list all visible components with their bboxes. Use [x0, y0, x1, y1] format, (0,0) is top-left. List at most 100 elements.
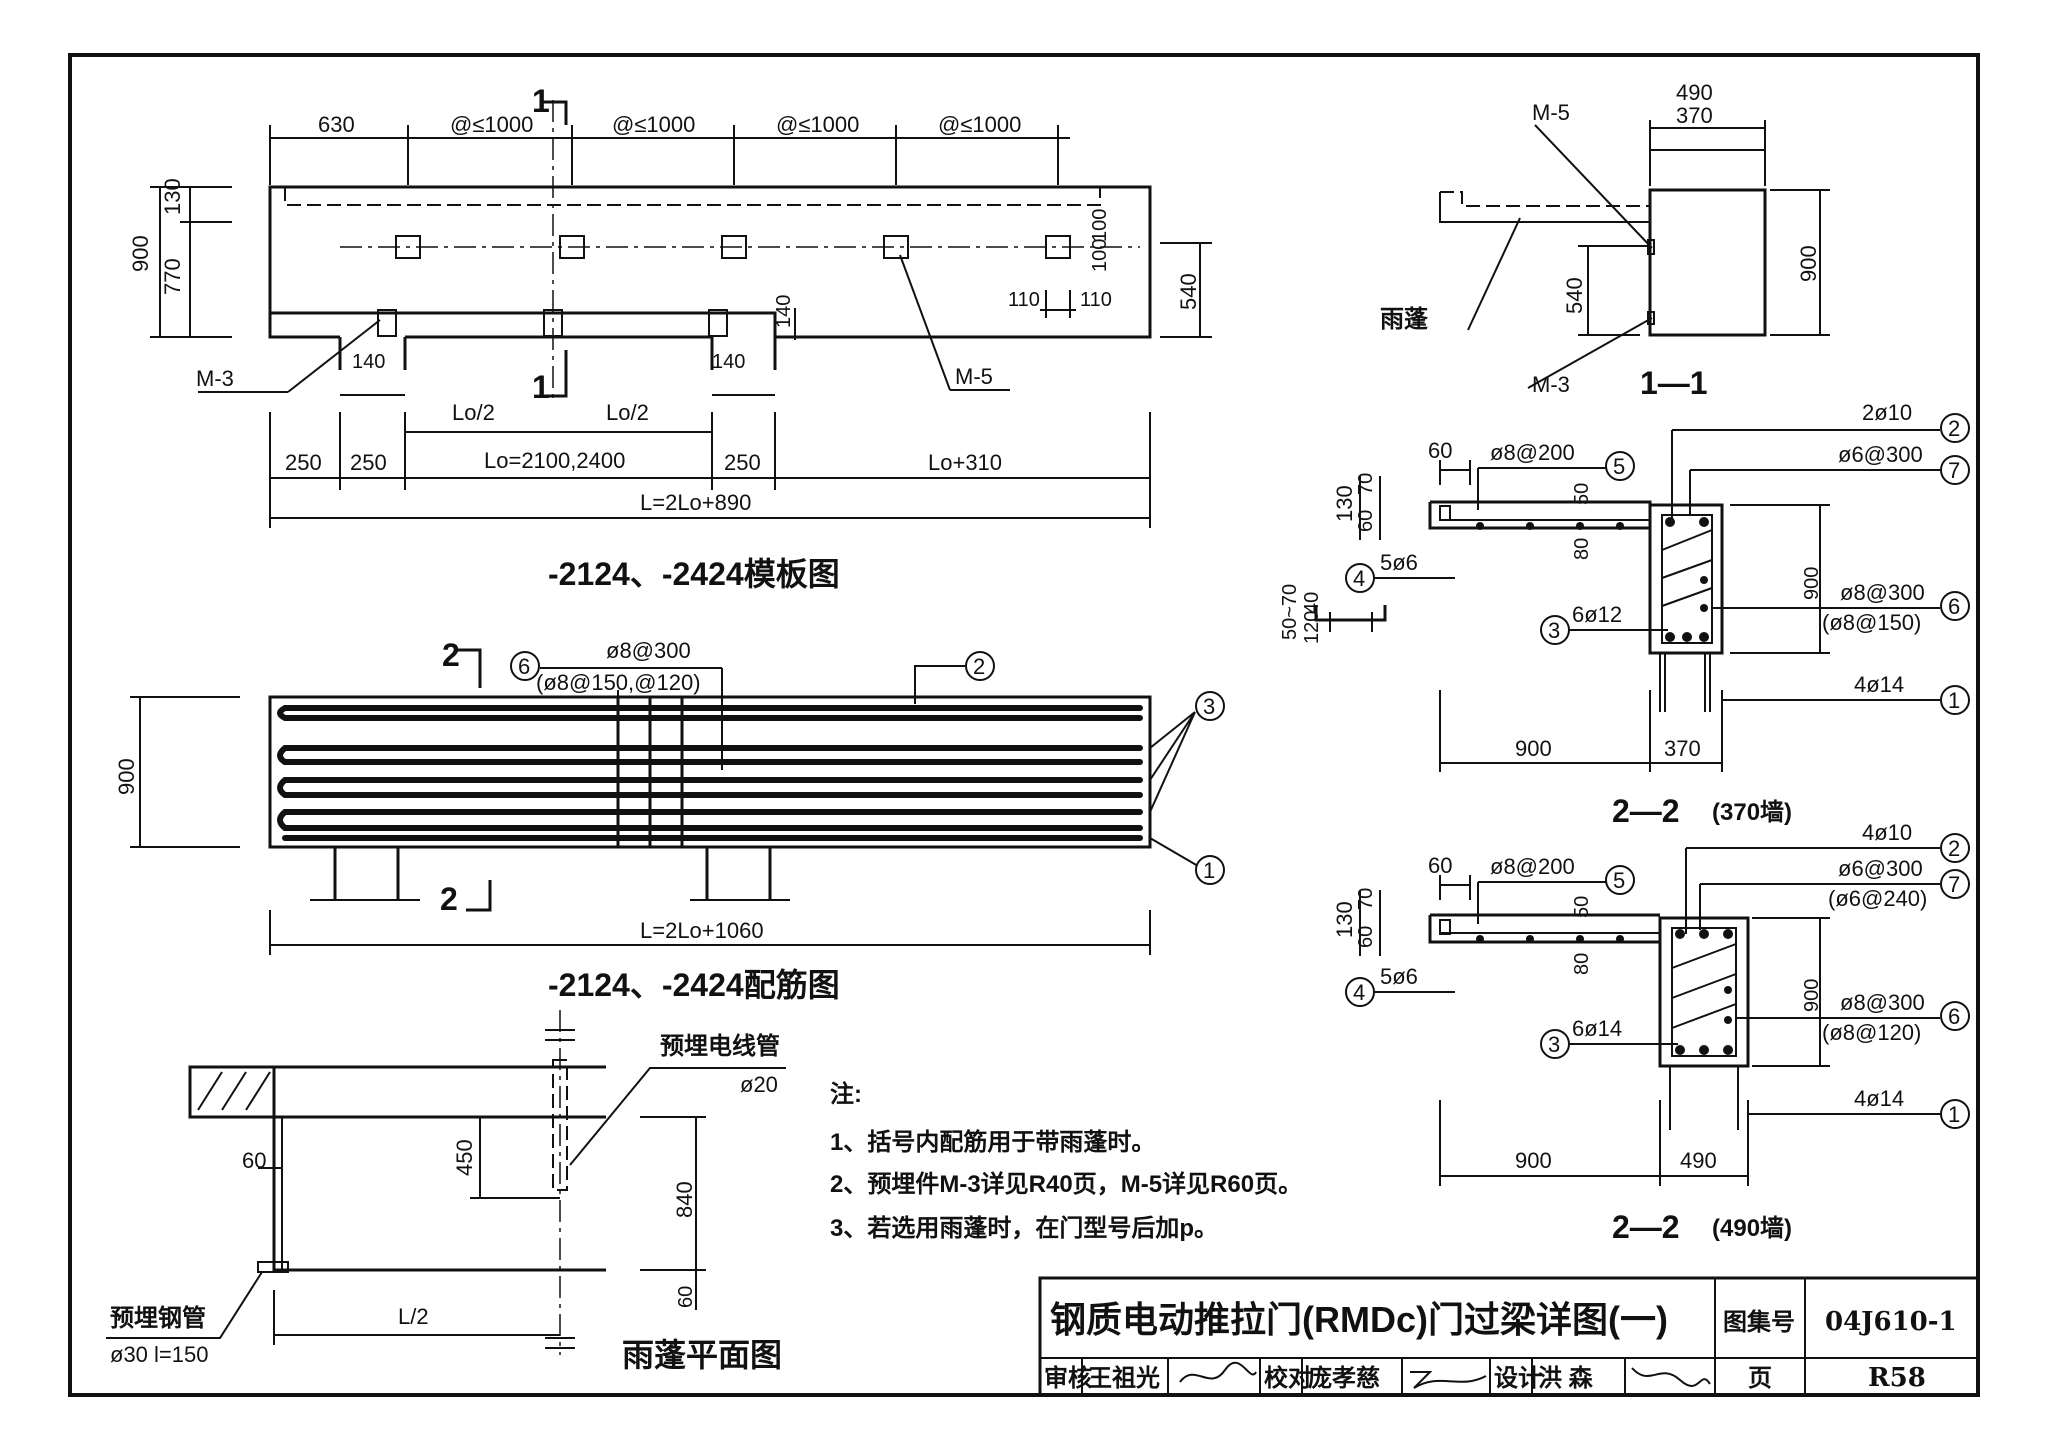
callout: 5ø6 — [1380, 550, 1418, 575]
marker-3 — [1195, 691, 1225, 721]
m5-plate — [883, 235, 909, 259]
conduit-label: 预埋电线管 — [660, 1032, 780, 1060]
section-1-label: 1 — [532, 369, 550, 405]
dim-text: 900 — [128, 235, 153, 272]
canopy-dashed — [284, 187, 1101, 206]
m5-plate — [1045, 235, 1071, 259]
canopy-outline — [1439, 192, 1650, 223]
dim-text: @≤1000 — [450, 112, 533, 137]
section-subtitle: (490墙) — [1712, 1214, 1792, 1242]
formwork-drawing: 1 1 630 @≤1000 @≤1000 @≤1000 @≤1000 900 … — [128, 83, 1212, 592]
signature — [1410, 1371, 1487, 1389]
svg-text:6: 6 — [1948, 1004, 1960, 1029]
callout: 6ø14 — [1572, 1016, 1622, 1041]
section-2-label: 2 — [442, 637, 460, 673]
svg-text:3: 3 — [1548, 1032, 1560, 1057]
dim-text: 490 — [1676, 80, 1713, 105]
section-title: 2—2 — [1612, 1209, 1680, 1245]
checker-name: 庞孝慈 — [1308, 1364, 1380, 1392]
svg-text:5: 5 — [1613, 454, 1625, 479]
m3-label: M-3 — [196, 366, 234, 391]
dim-text: 140 — [773, 295, 795, 328]
callout: 2ø10 — [1862, 400, 1912, 425]
callout: 4ø14 — [1854, 672, 1904, 697]
section-mark — [540, 100, 568, 125]
dim-text: 900 — [1515, 736, 1552, 761]
dim-text: 100 — [1089, 209, 1111, 242]
dim-text: L=2Lo+1060 — [640, 918, 764, 943]
m5-plate — [559, 235, 585, 259]
callout: (ø8@120) — [1822, 1020, 1921, 1045]
canopy-edge — [272, 1117, 606, 1272]
dim-text: 80 — [1571, 953, 1593, 975]
section-1-1: 490 370 900 540 M-5 M-3 雨蓬 1—1 — [1380, 80, 1830, 401]
marker-5 — [1605, 865, 1635, 895]
svg-text:1: 1 — [1203, 858, 1215, 883]
note-item: 3、若选用雨蓬时，在门型号后加p。 — [830, 1214, 1218, 1242]
page-number: R58 — [1868, 1363, 1926, 1393]
beam-section — [1658, 916, 1750, 1068]
section-1-label: 1 — [532, 83, 550, 119]
conduit-size: ø20 — [740, 1072, 778, 1097]
stirrup-callout: ø8@300 — [606, 638, 691, 663]
reviewer-name: 王祖光 — [1088, 1365, 1160, 1392]
dim-text: Lo=2100,2400 — [484, 448, 625, 473]
svg-text:4: 4 — [1353, 980, 1365, 1005]
section-2-2-370: 60 130 70 60 50 80 900 900 370 50~70 40 … — [1279, 400, 1970, 829]
canopy-plan-title: 雨蓬平面图 — [622, 1337, 782, 1373]
callout: ø8@200 — [1490, 854, 1575, 879]
section-mark — [540, 350, 568, 398]
svg-text:3: 3 — [1548, 618, 1560, 643]
marker-2 — [965, 651, 995, 681]
title-block: 钢质电动推拉门(RMDc)门过梁详图(一) 图集号 04J610-1 页 R58… — [1038, 1276, 1980, 1397]
dim-text: 900 — [1801, 979, 1823, 1012]
dim-text: 630 — [318, 112, 355, 137]
marker-1 — [1940, 1099, 1970, 1129]
rebar-drawing: 2 2 ø8@300 (ø8@150,@120) 6 2 3 1 900 L=2… — [114, 637, 1225, 1003]
marker-6 — [510, 651, 540, 681]
marker-1 — [1195, 855, 1225, 885]
callout: (ø8@150) — [1822, 610, 1921, 635]
notes: 注: 1、括号内配筋用于带雨蓬时。 2、预埋件M-3详见R40页，M-5详见R6… — [830, 1080, 1302, 1242]
dim-text: 130 — [1332, 901, 1357, 938]
dim-text: @≤1000 — [612, 112, 695, 137]
dim-text: @≤1000 — [938, 112, 1021, 137]
m3-plate — [708, 309, 728, 337]
dim-text: 40 — [1301, 592, 1323, 614]
dim-text: Lo/2 — [452, 400, 495, 425]
marker-7 — [1940, 455, 1970, 485]
svg-text:7: 7 — [1948, 458, 1960, 483]
rebar-long — [277, 777, 1143, 798]
formwork-title: -2124、-2424模板图 — [548, 556, 840, 592]
dim-text: 130 — [1332, 485, 1357, 522]
designer-name: 洪 森 — [1538, 1365, 1594, 1392]
section-2-2-490: 60 130 70 60 50 80 900 900 490 ø8@200 5 … — [1332, 820, 1970, 1245]
callout: (ø6@240) — [1828, 886, 1927, 911]
dim-text: 60 — [675, 1286, 697, 1308]
marker-2 — [1940, 413, 1970, 443]
callout: ø8@200 — [1490, 440, 1575, 465]
section-outline — [1648, 188, 1767, 337]
canopy-outline — [1440, 191, 1650, 207]
dim-text: 60 — [1355, 510, 1377, 532]
dim-text: 70 — [1355, 473, 1377, 495]
svg-text:6: 6 — [1948, 594, 1960, 619]
signature — [1179, 1361, 1257, 1383]
dim-text: 540 — [1562, 277, 1587, 314]
dim-text: 490 — [1680, 1148, 1717, 1173]
dim-text: Lo+310 — [928, 450, 1002, 475]
svg-text:2: 2 — [1948, 836, 1960, 861]
dim-text: 450 — [452, 1139, 477, 1176]
page-label: 页 — [1748, 1365, 1772, 1392]
dim-text: 140 — [712, 351, 745, 373]
atlas-number: 04J610-1 — [1825, 1307, 1957, 1337]
svg-text:2: 2 — [1948, 416, 1960, 441]
section-title: 2—2 — [1612, 793, 1680, 829]
marker-5 — [1605, 451, 1635, 481]
dim-text: 60 — [242, 1148, 266, 1173]
dim-text: 60 — [1428, 438, 1452, 463]
rebar-title: -2124、-2424配筋图 — [548, 967, 840, 1003]
section-subtitle: (370墙) — [1712, 798, 1792, 826]
dim-text: 540 — [1176, 273, 1201, 310]
svg-text:1: 1 — [1948, 1102, 1960, 1127]
